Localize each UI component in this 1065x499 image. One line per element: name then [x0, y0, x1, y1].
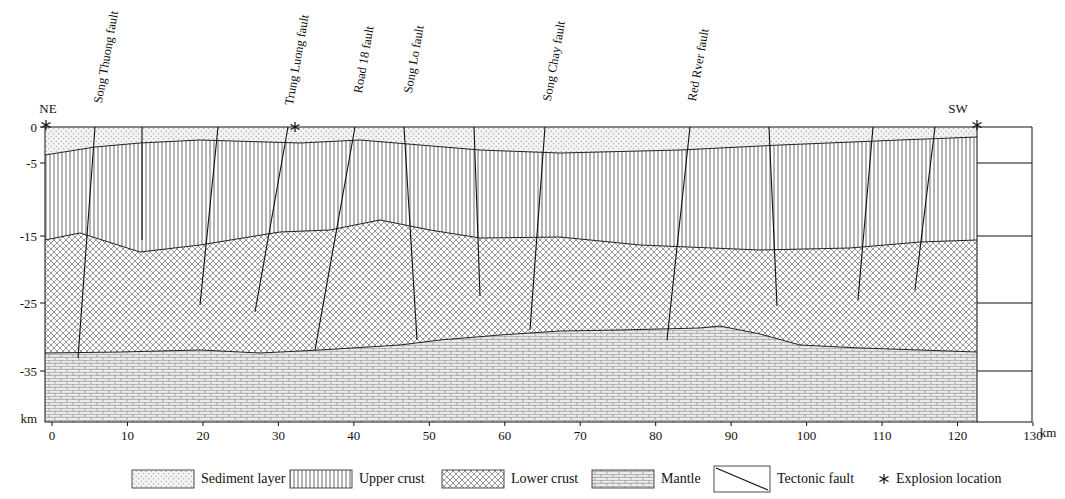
legend-sample	[442, 470, 504, 488]
tick-mark	[580, 422, 581, 426]
axis-label: 70	[574, 429, 587, 442]
legend-sample	[290, 470, 352, 488]
axis-label: 110	[873, 429, 892, 442]
tick-mark	[127, 422, 128, 426]
axis-label: -25	[20, 297, 37, 310]
direction-label: NE	[39, 102, 56, 115]
fault-label: Trung Luong fault	[283, 13, 311, 106]
fault-label: Song Chay fault	[541, 20, 567, 102]
axes-frame	[40, 127, 1032, 422]
tick-mark	[806, 422, 807, 426]
axis-label: 100	[797, 429, 817, 442]
axis-label: km	[20, 412, 37, 425]
axis-label: -15	[20, 230, 37, 243]
axis-label: 0	[49, 429, 56, 442]
axis-label: 80	[649, 429, 662, 442]
legend-sample	[132, 470, 194, 488]
tectonic-faults	[78, 127, 935, 358]
tick-mark	[957, 422, 958, 426]
layer-boundaries	[45, 137, 977, 353]
legend-sample	[592, 470, 654, 488]
legend-text: Upper crust	[359, 472, 425, 486]
fault-label: Song Lo fault	[402, 24, 426, 94]
sediment-layer	[45, 127, 977, 155]
legend-text: Tectonic fault	[777, 472, 854, 486]
upper-crust-layer	[45, 127, 977, 252]
tick-mark	[278, 422, 279, 426]
legend-sample	[880, 474, 889, 484]
tick-mark	[202, 422, 203, 426]
mantle-layer	[45, 127, 977, 422]
tick-mark	[52, 422, 53, 426]
axis-label: 20	[196, 429, 209, 442]
axis-label: 90	[725, 429, 738, 442]
axis-label: km	[1040, 426, 1057, 439]
tick-mark	[655, 422, 656, 426]
tick-mark	[429, 422, 430, 426]
axis-label: 60	[498, 429, 511, 442]
axis-label: 0	[31, 121, 38, 134]
fault-label: Song Thuong fault	[92, 10, 121, 104]
axis-label: 30	[272, 429, 285, 442]
explosion-star	[973, 120, 982, 130]
direction-label: SW	[948, 102, 968, 115]
legend-text: Lower crust	[511, 472, 578, 486]
lower-crust-layer	[45, 127, 977, 353]
legend-text: Mantle	[661, 472, 701, 486]
fault-label: Road 18 fault	[352, 25, 376, 94]
axis-label: 50	[423, 429, 436, 442]
fault-label: Red Rver fault	[686, 28, 711, 103]
axis-label: -5	[26, 157, 37, 170]
explosion-star	[42, 120, 51, 130]
tick-mark	[353, 422, 354, 426]
tick-mark	[504, 422, 505, 426]
tick-mark	[882, 422, 883, 426]
axis-label: 40	[347, 429, 360, 442]
legend-text: Explosion location	[896, 472, 1001, 486]
axis-label: -35	[20, 365, 37, 378]
legend-sample	[714, 466, 770, 492]
axis-label: 10	[121, 429, 134, 442]
axis-label: 120	[948, 429, 968, 442]
explosion-star	[291, 122, 300, 132]
tick-mark	[1032, 422, 1033, 426]
x-ticks	[52, 422, 1033, 426]
tick-mark	[731, 422, 732, 426]
legend-text: Sediment layer	[201, 472, 285, 486]
